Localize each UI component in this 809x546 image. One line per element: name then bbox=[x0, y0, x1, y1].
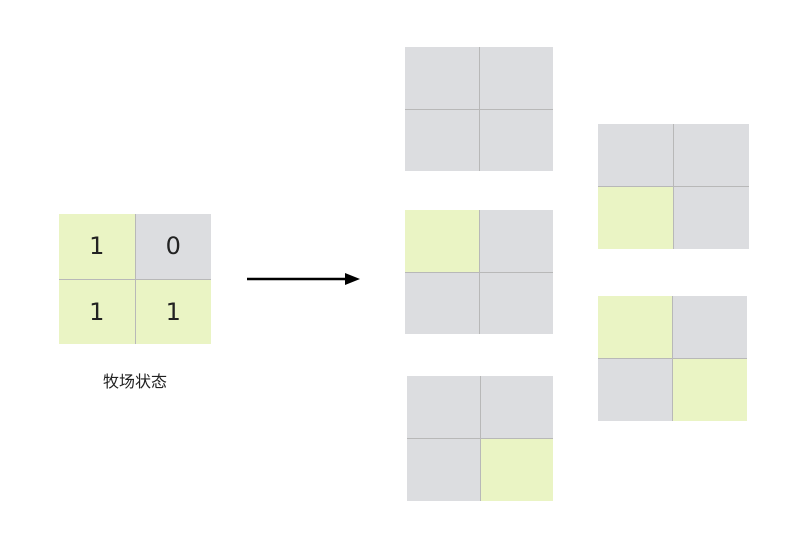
state-cell-off bbox=[479, 109, 553, 171]
right-arrow-icon bbox=[247, 273, 360, 285]
state-cell-off bbox=[405, 272, 479, 334]
state-grid-3 bbox=[407, 376, 553, 501]
state-cell-off bbox=[479, 272, 553, 334]
state-cell-on bbox=[598, 296, 672, 358]
state-cell-off bbox=[407, 439, 480, 501]
state-grid-5 bbox=[598, 296, 747, 421]
state-cell-on bbox=[598, 187, 673, 249]
state-cell-on bbox=[673, 359, 747, 421]
state-grid-4 bbox=[598, 124, 749, 249]
state-cell-on bbox=[405, 210, 479, 272]
state-cell-on bbox=[480, 439, 553, 501]
state-cell-off bbox=[407, 376, 480, 438]
pasture-cell-1: 1 bbox=[59, 214, 135, 279]
state-cell-off bbox=[479, 210, 553, 272]
state-grid-2 bbox=[405, 210, 553, 334]
state-grid-1 bbox=[405, 47, 553, 171]
pasture-cell-4: 1 bbox=[135, 279, 211, 344]
state-cell-off bbox=[479, 47, 553, 109]
state-cell-off bbox=[598, 124, 673, 186]
state-cell-off bbox=[674, 187, 749, 249]
state-cell-off bbox=[405, 47, 479, 109]
state-cell-off bbox=[598, 359, 672, 421]
state-cell-off bbox=[480, 376, 553, 438]
state-cell-off bbox=[673, 296, 747, 358]
pasture-cell-3: 1 bbox=[59, 279, 135, 344]
pasture-state-grid: 1 0 1 1 bbox=[59, 214, 211, 344]
pasture-cell-2: 0 bbox=[135, 214, 211, 279]
pasture-state-caption: 牧场状态 bbox=[102, 372, 167, 391]
state-cell-off bbox=[405, 109, 479, 171]
state-cell-off bbox=[674, 124, 749, 186]
